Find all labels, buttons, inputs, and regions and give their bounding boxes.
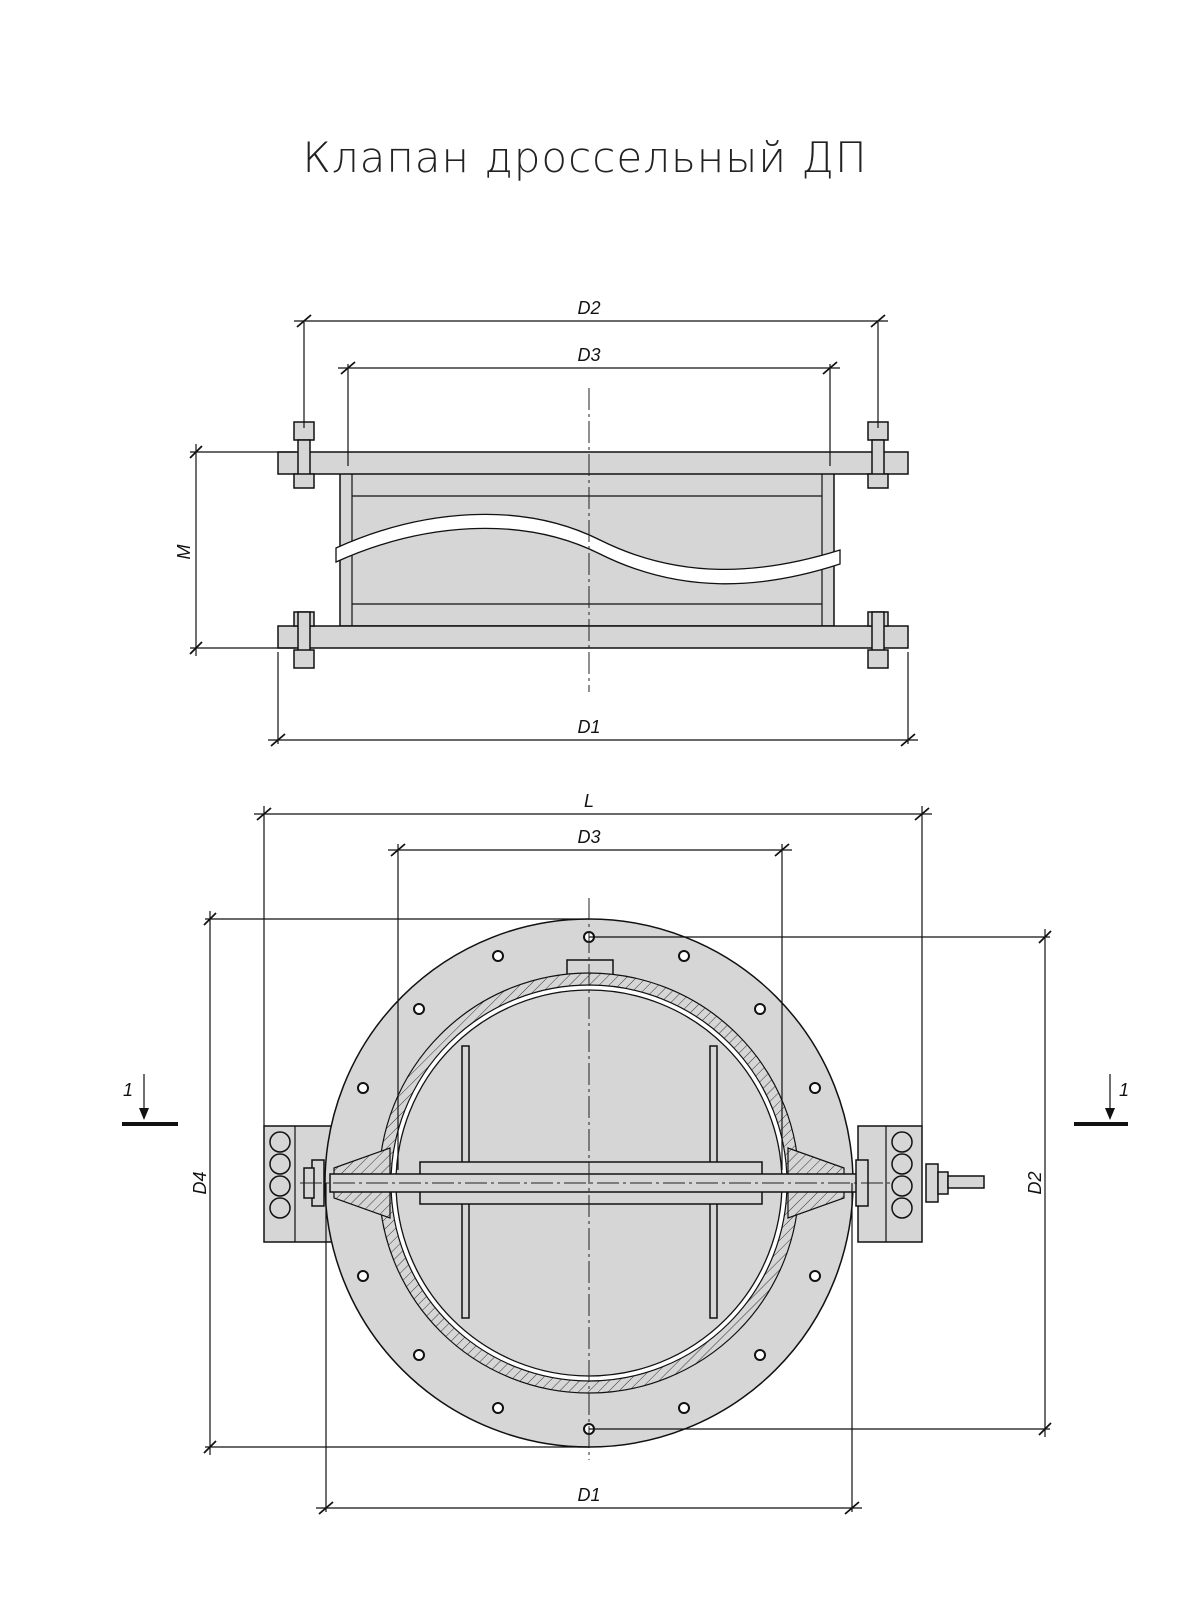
upper-flange — [277, 451, 909, 475]
operating-handle — [947, 1175, 985, 1189]
front-view: L D3 D4 D2 D1 — [190, 791, 1052, 1515]
dim-d4: D4 — [190, 1171, 210, 1194]
dim-d1-side: D1 — [577, 717, 600, 737]
drawing-title: Клапан дроссельный ДП — [302, 133, 867, 182]
dim-d3-front: D3 — [577, 827, 600, 847]
dim-l: L — [584, 791, 594, 811]
section-marker-right: 1 — [1074, 1074, 1129, 1126]
bolt-lower-right — [867, 611, 889, 669]
section-marker-left: 1 — [122, 1074, 178, 1126]
bolt-holes — [357, 931, 821, 1435]
dim-d3-side: D3 — [577, 345, 600, 365]
dim-m: M — [174, 545, 194, 560]
dim-d1-front: D1 — [577, 1485, 600, 1505]
side-view: D2 D3 M D1 — [174, 298, 918, 747]
lower-flange — [277, 625, 909, 649]
bolt-lower-left — [293, 611, 315, 669]
break-line — [335, 513, 841, 585]
section-label-right: 1 — [1119, 1080, 1129, 1100]
section-label-left: 1 — [123, 1080, 133, 1100]
dim-d2-side: D2 — [577, 298, 600, 318]
dim-d2-front: D2 — [1025, 1171, 1045, 1194]
